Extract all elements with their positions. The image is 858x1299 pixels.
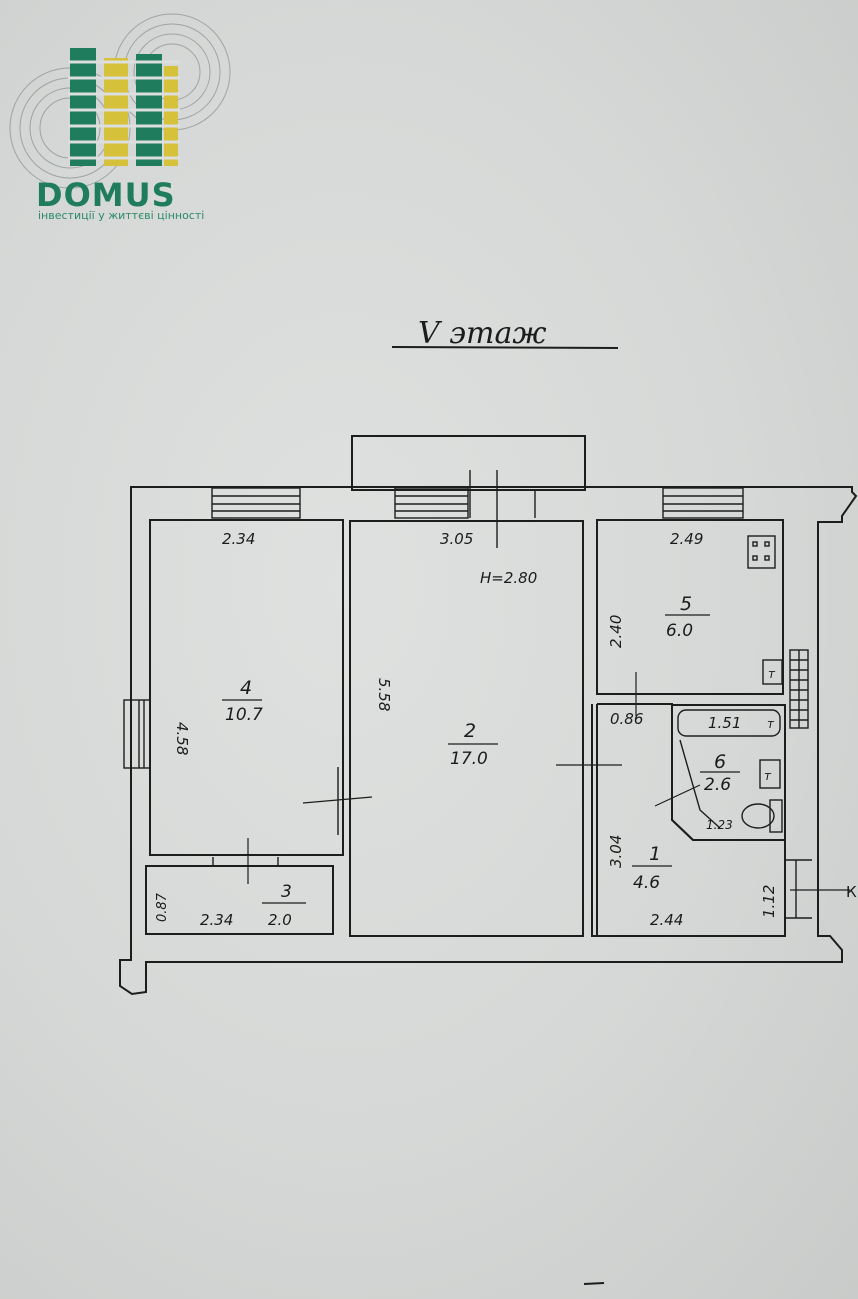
dim-room3-length: 0.87 <box>155 892 170 922</box>
floor-title: V этаж <box>418 316 546 351</box>
room-labels: 4 10.7 2 17.0 5 6.0 6 2.6 1 4.6 3 2.0 <box>222 593 740 929</box>
balcony <box>351 435 586 491</box>
toilet <box>741 799 783 833</box>
dim-room1-entry: 1.12 <box>760 885 778 918</box>
dim-room3-width: 2.34 <box>200 911 233 929</box>
room-4-number: 4 <box>240 677 252 699</box>
room-6-number: 6 <box>714 751 726 773</box>
ceiling-height: H=2.80 <box>480 569 537 587</box>
top-windows <box>211 470 744 548</box>
room-1 <box>591 703 786 937</box>
dimension-labels: 2.34 4.58 3.05 H=2.80 5.58 2.49 2.40 0.8… <box>155 530 778 929</box>
svg-text:т: т <box>767 717 775 731</box>
dim-room5-length: 2.40 <box>607 615 625 648</box>
entrance-mark: К <box>846 883 857 901</box>
domus-logo-mark <box>9 13 231 189</box>
room-3-number: 3 <box>281 882 292 902</box>
dim-corridor-gap: 0.86 <box>610 710 643 728</box>
outer-wall <box>119 486 858 996</box>
room-2-number: 2 <box>464 720 476 742</box>
room-5-area: 6.0 <box>666 621 693 641</box>
room-5-number: 5 <box>680 593 692 615</box>
stove <box>747 535 776 569</box>
logo-wordmark: DOMUS <box>36 176 176 214</box>
room-4 <box>149 519 344 856</box>
room-6 <box>671 704 786 841</box>
ventilation-shaft <box>789 649 809 729</box>
bathroom-sink <box>759 759 781 789</box>
room-4-area: 10.7 <box>225 705 263 725</box>
dim-room1-width: 2.44 <box>650 911 683 929</box>
svg-text:т: т <box>768 667 776 681</box>
room-3-area: 2.0 <box>268 911 292 929</box>
room-3 <box>145 865 334 935</box>
kitchen-sink <box>762 659 783 685</box>
room-2 <box>349 520 584 937</box>
domus-logo: DOMUS інвестиції у життєві цінності <box>0 0 240 234</box>
logo-tagline: інвестиції у життєві цінності <box>38 209 205 222</box>
dim-bath-length: 1.51 <box>708 714 741 732</box>
room-6-door <box>654 784 701 807</box>
room-1-number: 1 <box>649 843 661 865</box>
dim-room2-width: 3.05 <box>440 530 473 548</box>
floor-title-underline <box>391 346 619 349</box>
dim-room4-length: 4.58 <box>173 722 191 755</box>
room-2-area: 17.0 <box>450 749 488 769</box>
dim-room5-width: 2.49 <box>670 530 703 548</box>
svg-text:т: т <box>764 769 772 783</box>
room-5 <box>596 519 784 695</box>
left-window <box>123 699 151 769</box>
dim-bath-width: 1.23 <box>706 818 733 832</box>
dim-room2-length: 5.58 <box>375 678 393 711</box>
dim-room1-length: 3.04 <box>607 835 625 868</box>
room-1-area: 4.6 <box>633 873 660 893</box>
dim-room4-width: 2.34 <box>222 530 255 548</box>
room-6-area: 2.6 <box>704 775 731 795</box>
bathtub <box>677 709 781 737</box>
pen-mark <box>583 1282 605 1285</box>
